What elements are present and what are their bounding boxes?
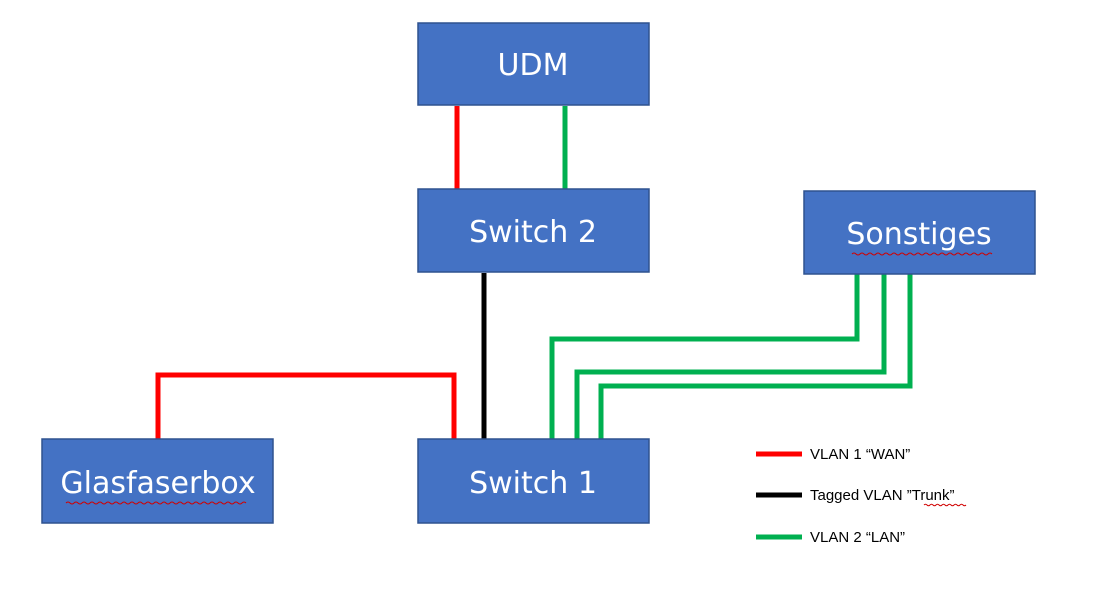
legend-label-trunk: Tagged VLAN ”Trunk” xyxy=(810,487,955,504)
node-udm: UDM xyxy=(417,22,650,106)
link-glasfaserbox-switch1-wan xyxy=(155,372,457,439)
legend-label-lan: VLAN 2 “LAN” xyxy=(810,529,905,546)
node-udm-label: UDM xyxy=(498,48,569,83)
node-sonstiges: Sonstiges xyxy=(803,190,1036,275)
spellcheck-underline-trunk xyxy=(923,503,967,507)
node-glasfaserbox-label: Glasfaserbox xyxy=(60,466,255,501)
spellcheck-underline-sonstiges xyxy=(851,252,993,256)
links xyxy=(155,106,913,439)
node-switch2-label: Switch 2 xyxy=(469,215,597,250)
node-switch1-box xyxy=(417,438,650,524)
node-sonstiges-box xyxy=(803,190,1036,275)
legend-label-wan: VLAN 1 “WAN” xyxy=(810,446,910,463)
node-switch1-label: Switch 1 xyxy=(469,466,597,501)
node-switch1: Switch 1 xyxy=(417,438,650,524)
spellcheck-underline-glasfaserbox xyxy=(65,501,247,505)
link-sonstiges-switch1-lan-2 xyxy=(574,274,887,439)
legend: VLAN 1 “WAN” Tagged VLAN ”Trunk” VLAN 2 … xyxy=(756,446,967,546)
node-udm-box xyxy=(417,22,650,106)
node-glasfaserbox: Glasfaserbox xyxy=(41,438,274,524)
node-switch2-box xyxy=(417,188,650,273)
link-sonstiges-switch1-lan-1 xyxy=(549,274,860,439)
node-glasfaserbox-box xyxy=(41,438,274,524)
node-switch2: Switch 2 xyxy=(417,188,650,273)
node-sonstiges-label: Sonstiges xyxy=(846,217,991,252)
link-sonstiges-switch1-lan-3 xyxy=(598,274,913,439)
